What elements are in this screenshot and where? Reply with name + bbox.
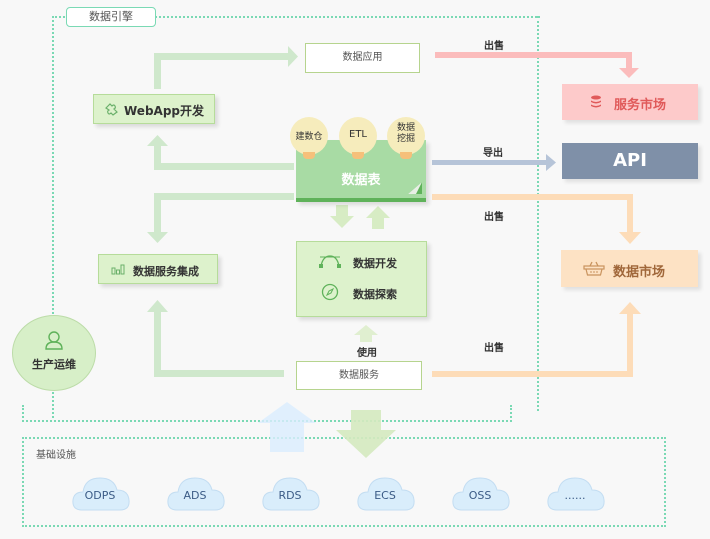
cloud-icon	[357, 477, 415, 511]
edge-label-sell-mid: 出售	[484, 212, 504, 223]
arrow-table-to-integration	[147, 193, 294, 243]
bar-chart-icon	[111, 264, 125, 275]
api-label: API	[613, 150, 647, 171]
service-market-node[interactable]: 服务市场	[562, 84, 698, 120]
compass-icon	[321, 283, 339, 301]
cloud-icon	[167, 477, 225, 511]
ops-node[interactable]: 生产运维	[12, 315, 96, 391]
arrow-use-up	[354, 325, 378, 342]
cloud-OSS[interactable]: OSS	[450, 472, 510, 512]
cloud-ODPS[interactable]: ODPS	[70, 472, 130, 512]
arrow-table-down	[330, 205, 354, 228]
bubble-stem	[400, 152, 412, 159]
data-table-label: 数据表	[341, 173, 381, 188]
data-market-label: 数据市场	[613, 265, 666, 280]
bezier-curve-icon	[319, 255, 341, 268]
infrastructure-label: 基础设施	[36, 450, 76, 461]
data-engine-frame	[52, 16, 540, 418]
bubble-stem	[303, 152, 315, 159]
arrow-sell-service-market	[435, 52, 639, 78]
cloud-ADS[interactable]: ADS	[165, 472, 225, 512]
cloud-label: OSS	[468, 489, 492, 502]
service-market-label: 服务市场	[614, 98, 667, 113]
data-engine-tag: 数据引擎	[66, 7, 156, 27]
arrow-export-api	[432, 154, 556, 171]
data-market-node[interactable]: 数据市场	[561, 250, 698, 287]
bubble-stem	[352, 152, 364, 159]
data-engine-frame-right	[537, 16, 539, 411]
cloud-label: ECS	[374, 489, 396, 502]
cloud-RDS[interactable]: RDS	[260, 472, 320, 512]
edge-label-sell-top: 出售	[484, 41, 504, 52]
data-integration-node[interactable]: 数据服务集成	[98, 254, 218, 284]
cloud-icon	[262, 477, 320, 511]
cloud-more[interactable]: ......	[545, 472, 605, 512]
cloud-icon	[452, 477, 510, 511]
data-app-node[interactable]: 数据应用	[305, 43, 420, 73]
puzzle-icon	[105, 103, 118, 116]
data-service-label: 数据服务	[339, 370, 379, 381]
data-app-label: 数据应用	[342, 52, 383, 63]
edge-label-use: 使用	[357, 348, 377, 359]
arrow-sell-data-market-bottom	[432, 302, 641, 377]
cloud-ECS[interactable]: ECS	[355, 472, 415, 512]
cloud-label: ODPS	[84, 489, 116, 502]
dev-explore-node[interactable]: 数据开发 数据探索	[296, 241, 427, 317]
edge-label-export: 导出	[483, 148, 503, 159]
edge-label-sell-bottom: 出售	[484, 343, 504, 354]
infrastructure-frame	[22, 437, 666, 527]
webapp-label: WebApp开发	[124, 104, 205, 118]
arrow-service-to-integration	[147, 300, 284, 377]
cloud-icon	[72, 477, 130, 511]
arrow-dev-up	[366, 206, 390, 229]
arrow-infra-down	[336, 410, 396, 458]
arrow-sell-data-market-top	[432, 194, 641, 244]
bubble-warehouse[interactable]: 建数仓	[290, 117, 328, 155]
cloud-icon	[547, 477, 605, 511]
data-service-node[interactable]: 数据服务	[296, 361, 422, 390]
user-icon	[45, 331, 63, 350]
cloud-label: ......	[564, 489, 586, 502]
data-integration-label: 数据服务集成	[133, 265, 199, 278]
webapp-node[interactable]: WebApp开发	[93, 94, 215, 124]
basket-icon	[583, 261, 605, 276]
cloud-label: ADS	[183, 489, 207, 502]
api-node[interactable]: API	[562, 143, 698, 179]
arrow-webapp-to-data-app	[154, 46, 298, 89]
cloud-label: RDS	[278, 489, 302, 502]
arrow-infra-up	[258, 402, 316, 452]
page-curl-icon	[408, 182, 422, 194]
ops-label: 生产运维	[32, 358, 76, 371]
database-icon	[591, 95, 601, 108]
arrow-table-to-webapp	[147, 135, 294, 170]
bubble-mining[interactable]: 数据挖掘	[387, 117, 425, 155]
bubble-etl[interactable]: ETL	[339, 117, 377, 155]
